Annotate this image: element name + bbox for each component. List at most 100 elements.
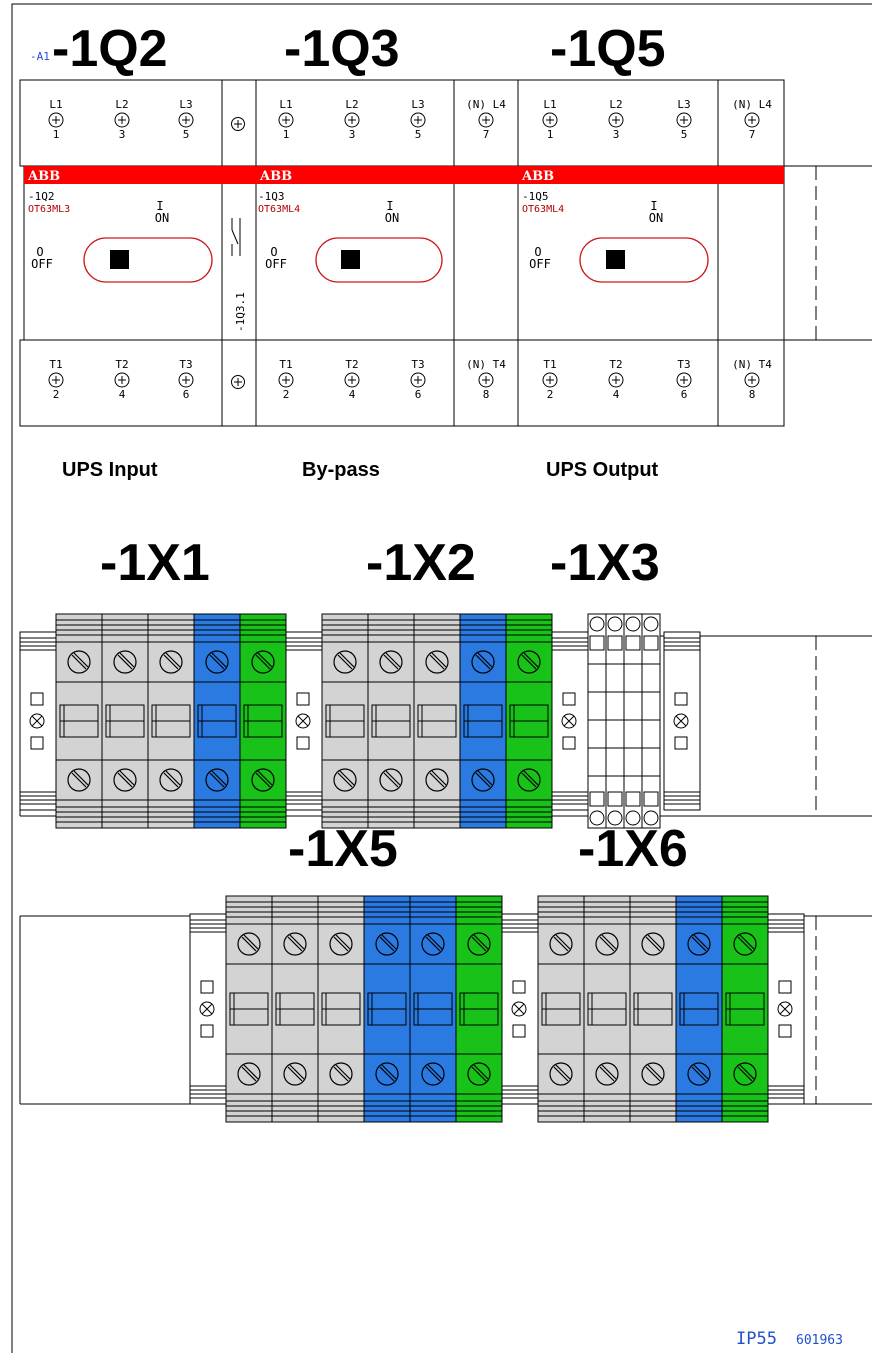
- svg-text:4: 4: [613, 388, 620, 401]
- block-title-1X6: -1X6: [578, 820, 688, 878]
- svg-text:2: 2: [283, 388, 290, 401]
- on-mark-1Q3: I: [386, 199, 393, 213]
- svg-text:4: 4: [119, 388, 126, 401]
- terminal-1X3-3: [623, 613, 643, 829]
- terminal-1X1-4: [193, 613, 241, 829]
- terminal-1X6-5: [721, 895, 769, 1123]
- svg-text:T2: T2: [115, 358, 128, 371]
- terminal-blocks: [19, 613, 805, 1123]
- terminal-bottom-1Q5-8: (N) T4 8: [732, 358, 772, 401]
- svg-text:T3: T3: [411, 358, 424, 371]
- terminal-top-1Q3-1: L11: [278, 98, 294, 141]
- caption-ups-output: UPS Output: [546, 459, 659, 481]
- terminal-1X2-2: [367, 613, 415, 829]
- terminal-top-1Q2-5: L35: [178, 98, 194, 141]
- end-stop-left-1X3: [551, 631, 589, 811]
- end-stop-left-1X2: [285, 631, 323, 811]
- off-label-1Q5: OFF: [529, 257, 551, 271]
- svg-text:(N) T4: (N) T4: [732, 358, 772, 371]
- on-label-1Q5: ON: [649, 211, 663, 225]
- handle-1Q3[interactable]: [315, 237, 443, 283]
- terminal-bottom-1Q2-4: T2 4: [114, 358, 130, 401]
- block-title-1X3: -1X3: [550, 534, 660, 592]
- breaker-code-1Q3: -1Q3: [258, 190, 285, 203]
- terminal-1X2-3: [413, 613, 461, 829]
- breaker-code-1Q2: -1Q2: [28, 190, 55, 203]
- svg-text:L3: L3: [677, 98, 690, 111]
- end-stop-right-1X6: [767, 913, 805, 1105]
- svg-text:T1: T1: [49, 358, 62, 371]
- svg-text:T2: T2: [345, 358, 358, 371]
- terminal-bottom-1Q5-4: T2 4: [608, 358, 624, 401]
- off-mark-1Q2: O: [36, 245, 43, 259]
- handle-1Q2[interactable]: [83, 237, 213, 283]
- terminal-1X5-4: [363, 895, 411, 1123]
- svg-text:5: 5: [415, 128, 422, 141]
- svg-text:4: 4: [349, 388, 356, 401]
- aux-terminal-top: [231, 117, 245, 131]
- brand-label-1Q3: ABB: [259, 169, 292, 184]
- svg-text:(N) L4: (N) L4: [466, 98, 506, 111]
- breaker-code-1Q5: -1Q5: [522, 190, 549, 203]
- aux-contact-label: -1Q3.1: [234, 292, 247, 332]
- breaker-model-1Q2: OT63ML3: [28, 204, 70, 215]
- terminal-bottom-1Q3-6: T3 6: [410, 358, 426, 401]
- terminal-top-1Q2-1: L11: [48, 98, 64, 141]
- handle-1Q5[interactable]: [579, 237, 709, 283]
- svg-text:8: 8: [749, 388, 756, 401]
- breaker-title-1Q2: -1Q2: [52, 20, 168, 78]
- terminal-1X1-2: [101, 613, 149, 829]
- caption-bypass: By-pass: [302, 459, 380, 481]
- aux-contact-symbol: [231, 218, 241, 256]
- terminal-top-1Q2-3: L23: [114, 98, 130, 141]
- terminal-bottom-1Q3-2: T12: [278, 358, 294, 401]
- din-rail-right-upper: [784, 165, 872, 341]
- svg-text:L2: L2: [345, 98, 358, 111]
- svg-text:T3: T3: [677, 358, 690, 371]
- brand-bar: [24, 166, 784, 184]
- terminal-1X5-1: [225, 895, 273, 1123]
- terminal-1X1-1: [55, 613, 103, 829]
- terminal-top-1Q5-1: L1 1: [542, 98, 558, 141]
- breaker-title-1Q5: -1Q5: [550, 20, 666, 78]
- svg-text:1: 1: [547, 128, 554, 141]
- terminal-bottom-1Q2-6: T36: [178, 358, 194, 401]
- terminal-bottom-1Q5-6: T36: [676, 358, 692, 401]
- svg-text:1: 1: [53, 128, 60, 141]
- on-label-1Q2: ON: [155, 211, 169, 225]
- svg-text:5: 5: [681, 128, 688, 141]
- svg-text:5: 5: [183, 128, 190, 141]
- svg-text:L1: L1: [279, 98, 292, 111]
- svg-text:6: 6: [415, 388, 422, 401]
- brand-label-1Q5: ABB: [521, 169, 554, 184]
- terminal-bottom-1Q5-2: T12: [542, 358, 558, 401]
- footer-rating: IP55: [736, 1329, 777, 1349]
- caption-ups-input: UPS Input: [62, 459, 158, 481]
- terminal-1X2-5: [505, 613, 553, 829]
- svg-text:7: 7: [483, 128, 490, 141]
- end-stop-right-1X3: [663, 631, 701, 811]
- terminal-bottom-1Q3-4: T2 4: [344, 358, 360, 401]
- terminal-1X6-1: [537, 895, 585, 1123]
- aux-terminal-bottom: [231, 375, 245, 389]
- frame-tag: -A1: [30, 50, 50, 63]
- svg-text:3: 3: [613, 128, 620, 141]
- svg-text:T2: T2: [609, 358, 622, 371]
- footer-code: 601963: [796, 1333, 843, 1348]
- svg-text:2: 2: [547, 388, 554, 401]
- terminal-1X6-4: [675, 895, 723, 1123]
- svg-text:L1: L1: [543, 98, 556, 111]
- terminal-bottom-1Q3-8: (N) T48: [466, 358, 506, 401]
- terminal-1X3-1: [587, 613, 607, 829]
- svg-text:L2: L2: [115, 98, 128, 111]
- svg-text:L2: L2: [609, 98, 622, 111]
- block-title-1X1: -1X1: [100, 534, 210, 592]
- terminal-top-1Q3-7: (N) L4 7: [466, 98, 506, 141]
- terminal-1X6-3: [629, 895, 677, 1123]
- terminal-top-1Q5-3: L2 3: [608, 98, 624, 141]
- terminal-1X2-4: [459, 613, 507, 829]
- terminal-bottom-1Q2-2: T12: [48, 358, 64, 401]
- terminal-1X5-6: [455, 895, 503, 1123]
